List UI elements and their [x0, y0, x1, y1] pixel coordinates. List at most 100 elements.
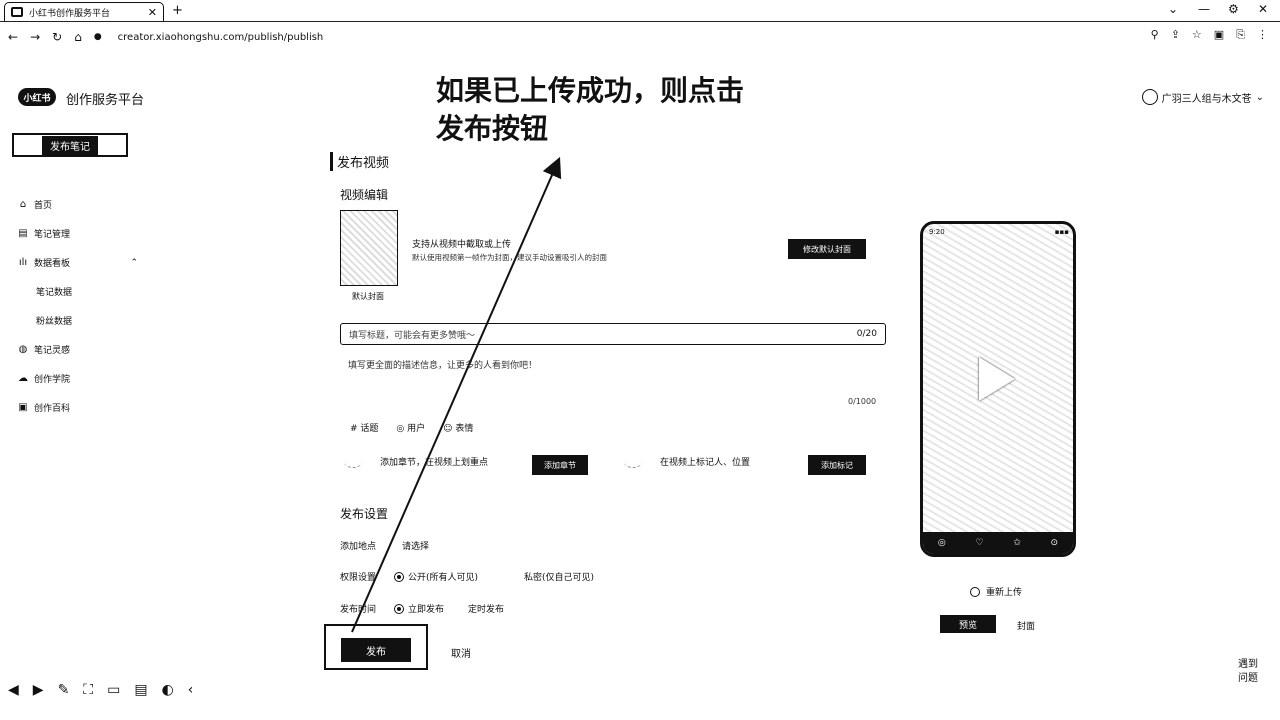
tab-title: 小红书创作服务平台: [29, 8, 111, 19]
cloud-icon: ☁: [18, 373, 28, 384]
edit-cover-button[interactable]: 修改默认封面: [788, 239, 866, 259]
emoji-button[interactable]: ☺ 表情: [443, 424, 474, 434]
collapse-icon[interactable]: ‹: [187, 682, 194, 698]
add-chapter-button[interactable]: 添加章节: [532, 455, 588, 475]
user-menu[interactable]: 广羽三人组与木文苍 ⌄: [1141, 89, 1264, 105]
avatar: [1141, 89, 1158, 105]
title-char-count: 0/20: [856, 329, 877, 339]
title-input[interactable]: 填写标题，可能会有更多赞哦～ 0/20: [340, 323, 886, 345]
page-title: 发布视频: [330, 152, 389, 171]
share-circle-icon: ⊙: [1050, 538, 1059, 548]
mention-user-button[interactable]: ◎ 用户: [396, 424, 426, 434]
star-icon: ✩: [1013, 538, 1021, 548]
schedule-publish-label[interactable]: 定时发布: [468, 605, 505, 615]
publish-highlight-box: [324, 624, 428, 670]
sidebar-item-label: 笔记管理: [34, 230, 71, 240]
favicon-icon: [11, 7, 23, 17]
tab-preview[interactable]: 预览: [940, 615, 996, 633]
url-field[interactable]: creator.xiaohongshu.com/publish/publish: [117, 31, 324, 43]
chapter-row: 添加章节，在视频上划重点: [344, 455, 488, 468]
annotation-line-1: 如果已上传成功，则点击: [436, 74, 745, 107]
cancel-button[interactable]: 取消: [451, 649, 471, 660]
reupload-label: 重新上传: [986, 588, 1023, 598]
publish-time-row: 发布时间 立即发布 定时发布: [340, 602, 504, 615]
sidebar-item-note-management[interactable]: ▤ 笔记管理: [18, 219, 138, 248]
settings-icon[interactable]: ⚙: [1228, 2, 1239, 16]
pen-icon[interactable]: ✎: [57, 682, 70, 698]
sidebar-item-label: 粉丝数据: [36, 317, 73, 327]
reload-icon[interactable]: ↻: [52, 30, 63, 44]
permission-private-label[interactable]: 私密(仅自己可见): [524, 573, 595, 583]
rewind-icon[interactable]: ◀: [8, 682, 19, 698]
menu-icon[interactable]: ⋮: [1257, 28, 1268, 41]
close-window-icon[interactable]: ✕: [1258, 2, 1269, 16]
reupload-button[interactable]: 重新上传: [970, 585, 1022, 598]
new-tab-button[interactable]: +: [172, 3, 183, 18]
publish-button[interactable]: 发布: [341, 638, 411, 662]
play-toolbar-icon[interactable]: ▶: [32, 682, 44, 698]
back-icon[interactable]: ←: [8, 30, 19, 44]
minimize-icon[interactable]: —: [1198, 2, 1210, 16]
mark-text: 在视频上标记人、位置: [660, 458, 751, 468]
tab-cover[interactable]: 封面: [1017, 622, 1036, 632]
permission-label: 权限设置: [340, 573, 377, 583]
add-mark-button[interactable]: 添加标记: [808, 455, 866, 475]
topic-button[interactable]: # 话题: [350, 424, 379, 434]
chevron-down-icon: ⌄: [1255, 91, 1264, 103]
radio-public[interactable]: [394, 571, 404, 582]
title-placeholder: 填写标题，可能会有更多赞哦～: [349, 330, 476, 341]
sidebar-item-academy[interactable]: ☁ 创作学院: [18, 364, 138, 393]
sidebar: ⌂ 首页 ▤ 笔记管理 ılı 数据看板 ⌃ 笔记数据 粉丝数据 ◍ 笔记灵感 …: [18, 190, 138, 422]
sidebar-item-label: 创作学院: [34, 375, 71, 385]
publish-note-button[interactable]: 发布笔记: [12, 133, 128, 157]
sidebar-item-inspiration[interactable]: ◍ 笔记灵感: [18, 335, 138, 364]
sidebar-item-fan-data[interactable]: 粉丝数据: [18, 306, 138, 335]
user-name: 广羽三人组与木文苍: [1161, 93, 1252, 105]
video-player-toolbar: ◀ ▶ ✎ ⛶ ▭ ▤ ◐ ‹: [8, 682, 193, 698]
description-char-count: 0/1000: [848, 397, 877, 406]
radio-publish-now[interactable]: [394, 603, 404, 614]
home-icon[interactable]: ⌂: [74, 30, 82, 44]
permission-row: 权限设置 公开(所有人可见) 私密(仅自己可见): [340, 570, 594, 583]
screenshot-icon[interactable]: ⛶: [83, 682, 94, 698]
extension-icon[interactable]: ▣: [1213, 28, 1225, 41]
palette-icon[interactable]: ◐: [161, 682, 174, 698]
publish-note-label: 发布笔记: [42, 135, 98, 155]
sidebar-item-encyclopedia[interactable]: ▣ 创作百科: [18, 393, 138, 422]
publish-now-label: 立即发布: [408, 605, 445, 615]
location-label: 添加地点: [340, 542, 377, 552]
description-input[interactable]: 填写更全面的描述信息，让更多的人看到你吧！: [348, 361, 538, 371]
sidebar-item-home[interactable]: ⌂ 首页: [18, 190, 138, 219]
help-line-2: 问题: [1238, 673, 1258, 684]
tab-list-icon[interactable]: ⌄: [1168, 2, 1179, 16]
location-row: 添加地点 请选择: [340, 539, 429, 552]
play-icon[interactable]: [979, 357, 1015, 401]
xiaohongshu-logo[interactable]: 小红书: [18, 88, 56, 106]
forward-icon[interactable]: →: [30, 30, 41, 44]
sidepanel-icon[interactable]: ⎘: [1236, 28, 1245, 41]
cover-thumbnail[interactable]: [340, 210, 398, 286]
tab-close-icon[interactable]: ✕: [147, 5, 157, 19]
chart-icon: ılı: [18, 257, 28, 268]
annotation-line-2: 发布按钮: [436, 112, 549, 145]
browser-tabbar: 小红书创作服务平台 ✕ + ⌄ — ⚙ ✕: [0, 0, 1280, 22]
phone-status-bar: 9:20 ▪▪▪: [929, 228, 1069, 236]
address-bar: ← → ↻ ⌂ ● creator.xiaohongshu.com/publis…: [0, 24, 1280, 50]
sidebar-item-data-dashboard[interactable]: ılı 数据看板 ⌃: [18, 248, 138, 277]
upload-desc: 支持从视频中截取或上传: [412, 240, 512, 250]
home-icon: ⌂: [19, 199, 27, 210]
location-select[interactable]: 请选择: [402, 542, 430, 552]
subtitle-icon[interactable]: ▤: [134, 682, 148, 698]
camera-icon[interactable]: ▭: [107, 682, 121, 698]
location-icon[interactable]: ⚲: [1150, 28, 1159, 41]
sidebar-item-note-data[interactable]: 笔记数据: [18, 277, 138, 306]
bookmark-star-icon[interactable]: ☆: [1191, 28, 1202, 41]
chevron-up-icon[interactable]: ⌃: [130, 257, 138, 268]
video-preview-phone: 9:20 ▪▪▪ ◎ ♡ ✩ ⊙: [920, 221, 1076, 557]
help-button[interactable]: 遇到 问题: [1238, 658, 1258, 686]
document-icon: ▤: [18, 228, 28, 239]
share-icon[interactable]: ⇪: [1170, 28, 1180, 41]
chapter-text: 添加章节，在视频上划重点: [380, 458, 489, 468]
browser-tab[interactable]: 小红书创作服务平台 ✕: [4, 2, 164, 21]
status-time: 9:20: [929, 228, 945, 236]
